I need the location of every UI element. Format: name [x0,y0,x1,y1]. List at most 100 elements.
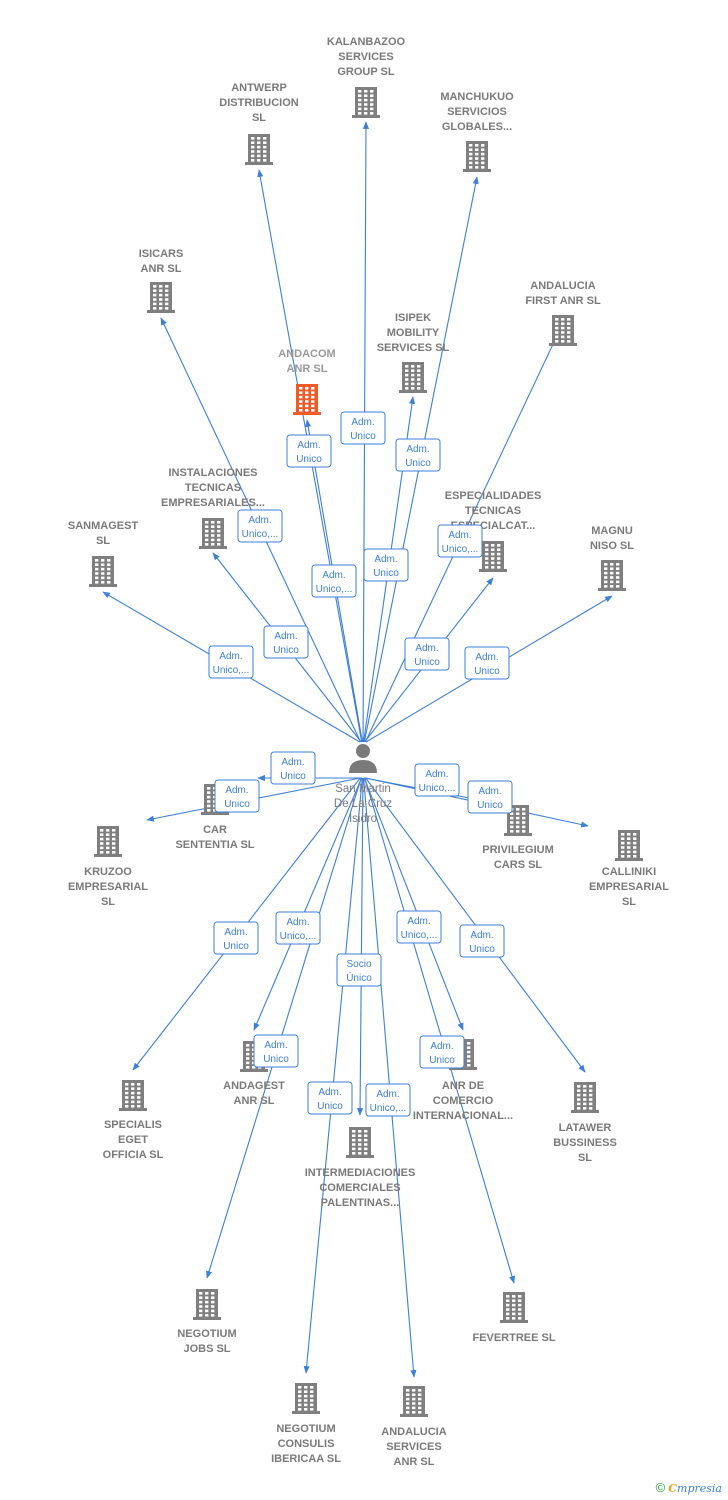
company-node-fevertree[interactable]: FEVERTREE SL [472,1292,556,1344]
building-icon[interactable] [119,1080,147,1111]
edge-label-line: Unico,... [213,665,250,676]
edge-label-negotium-consulis[interactable]: Adm.Unico [307,1081,353,1115]
building-icon[interactable] [500,1292,528,1323]
edge-label-instalaciones[interactable]: Adm.Unico,... [237,509,283,543]
building-icon[interactable] [352,87,380,118]
edge-label-line: Unico [273,645,299,656]
company-name-line: OFFICIA SL [103,1149,164,1161]
building-icon[interactable] [400,1386,428,1417]
company-name-line: SENTENTIA SL [175,839,254,851]
building-icon[interactable] [504,805,532,836]
building-icon[interactable] [245,134,273,165]
company-name-line: ANDALUCIA [530,280,595,292]
company-name-line: TECNICAS [465,505,521,517]
edge-label-line: Adm. [351,417,374,428]
edge-label-especialidades[interactable]: Adm.Unico [404,637,450,671]
company-node-instalaciones[interactable]: INSTALACIONESTECNICASEMPRESARIALES... [161,467,265,549]
edge-label-andagest[interactable]: Adm.Unico,... [275,911,321,945]
building-icon[interactable] [399,362,427,393]
edge-label-line: Adm. [406,444,429,455]
company-name-line: ANDALUCIA [381,1426,446,1438]
building-icon[interactable] [549,315,577,346]
company-name-line: FEVERTREE SL [472,1332,555,1344]
edge-label-line: Adm. [248,515,271,526]
edge-label-magnu[interactable]: Adm.Unico [464,646,510,680]
edge-label-line: Unico,... [442,544,479,555]
edge-label-andacom[interactable]: Adm.Unico [286,434,332,468]
company-name-line: ANDACOM [278,348,335,360]
edge-label-andalucia-services[interactable]: Adm.Unico,... [365,1083,411,1117]
company-name-line: SERVICES [386,1441,441,1453]
edge-label-latawer[interactable]: Adm.Unico [459,924,505,958]
company-name-line: SERVICES [338,51,393,63]
company-name-line: SL [622,896,636,908]
building-icon[interactable] [199,518,227,549]
company-name-line: ANR SL [234,1095,275,1107]
edge-label-car-sententia[interactable]: Adm.Unico [270,751,316,785]
building-icon[interactable] [479,541,507,572]
building-icon[interactable] [293,384,321,415]
building-icon[interactable] [147,282,175,313]
edge-label-privilegium[interactable]: Adm.Unico,... [414,763,460,797]
building-icon[interactable] [463,141,491,172]
building-icon[interactable] [346,1127,374,1158]
edge-label-fevertree[interactable]: Adm.Unico [419,1035,465,1069]
edge-label-line: Adm. [478,786,501,797]
edge-label-isicars[interactable]: Adm.Unico [263,625,309,659]
brand-word: mpresia [677,1482,722,1495]
company-name-line: BUSSINESS [553,1137,617,1149]
edge-label-manchukuo[interactable]: Adm.Unico [395,438,441,472]
edge-label-anr-comercio[interactable]: Adm.Unico,... [396,910,442,944]
building-icon[interactable] [598,560,626,591]
edge-label-negotium-jobs[interactable]: Adm.Unico [253,1034,299,1068]
building-icon[interactable] [193,1289,221,1320]
company-name-line: EMPRESARIALES... [161,497,265,509]
edge-label-andalucia-first[interactable]: Adm.Unico,... [437,524,483,558]
building-icon[interactable] [571,1082,599,1113]
building-icon[interactable] [94,826,122,857]
edge-label-antwerp[interactable]: Adm.Unico,... [311,564,357,598]
edge-label-sanmagest[interactable]: Adm. Unico,... [208,645,254,679]
edge-label-specialis[interactable]: Adm.Unico [213,921,259,955]
company-node-manchukuo[interactable]: MANCHUKUOSERVICIOSGLOBALES... [440,91,514,172]
building-icon[interactable] [615,830,643,861]
copyright-icon: © [655,1480,666,1495]
edge-label-calliniki[interactable]: Adm.Unico [467,780,513,814]
edge-label-line: Unico,... [280,931,317,942]
company-name-line: INTERMEDIACIONES [305,1167,416,1179]
edge-label-line: Adm. [376,1089,399,1100]
edge-label-kalanbazoo[interactable]: Adm.Unico [340,411,386,445]
edge-to-andagest [253,777,363,1031]
company-name-line: INSTALACIONES [168,467,257,479]
edge-label-kruzoo[interactable]: Adm.Unico [214,779,260,813]
edge-label-line: Unico,... [401,930,438,941]
company-name-line: SL [101,896,115,908]
edge-label-isipek[interactable]: Adm.Unico [363,548,409,582]
edge-label-line: Adm. [374,554,397,565]
edge-label-line: Adm. [219,651,242,662]
edge-label-line: Unico [223,941,249,952]
building-icon[interactable] [89,556,117,587]
building-icon[interactable] [292,1383,320,1414]
company-node-intermediaciones[interactable]: INTERMEDIACIONESCOMERCIALESPALENTINAS... [305,1127,416,1209]
empresia-brand[interactable]: ©Cmpresia [656,1480,722,1495]
